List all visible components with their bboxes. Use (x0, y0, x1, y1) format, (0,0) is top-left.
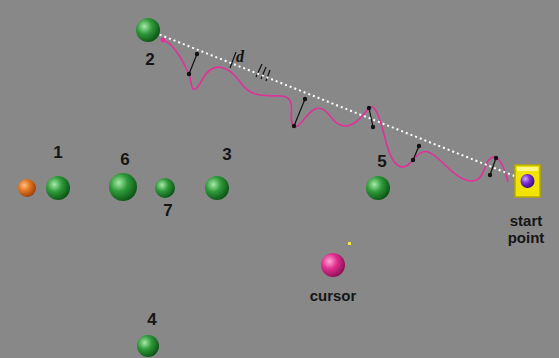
target-sphere: cursor (321, 253, 345, 277)
sphere-shape (136, 18, 160, 42)
sphere (155, 178, 175, 198)
hatch-line (256, 64, 262, 77)
deviation-segment (189, 54, 197, 74)
sphere-shape (109, 173, 137, 201)
sphere (137, 335, 159, 357)
sphere-shape (46, 176, 70, 200)
target-sphere: 7 (155, 178, 175, 198)
hatch-line (261, 67, 266, 79)
callout-number: 1 (53, 143, 62, 163)
callout-number: 7 (163, 201, 172, 221)
object-label: start point (500, 212, 552, 247)
deviation-segment (413, 146, 419, 160)
start-sphere (520, 174, 534, 188)
target-sphere: 2 (136, 18, 160, 42)
end-dot (161, 38, 166, 43)
callout-number: 6 (120, 150, 129, 170)
sphere-shape (205, 176, 229, 200)
sphere (109, 173, 137, 201)
sphere (321, 253, 345, 277)
sphere-shape (137, 335, 159, 357)
hatch-line (266, 70, 270, 81)
deviation-segments (189, 52, 496, 175)
segment-dots (187, 52, 498, 177)
bevel (517, 167, 538, 171)
target-sphere: 5 (366, 176, 390, 200)
orange-sphere (18, 179, 36, 197)
sphere-shape (155, 178, 175, 198)
sphere-shape (366, 176, 390, 200)
sphere (366, 176, 390, 200)
cursor-dot (348, 242, 351, 245)
target-sphere: 1 (46, 176, 70, 200)
sphere-shape (321, 253, 345, 277)
sphere (136, 18, 160, 42)
deviation-segment (294, 99, 305, 126)
target-sphere: 6 (109, 173, 137, 201)
target-sphere: 3 (205, 176, 229, 200)
sphere (46, 176, 70, 200)
object-label: cursor (310, 287, 357, 304)
start-box: start point (515, 165, 540, 197)
trajectory-curve (163, 40, 508, 182)
callout-number: 5 (377, 152, 386, 172)
start-square (515, 165, 540, 197)
dimension-label: d (236, 49, 244, 65)
guide-line (159, 34, 514, 176)
callout-number: 4 (147, 310, 156, 330)
target-sphere: 4 (137, 335, 159, 357)
start-box-shape (515, 165, 540, 197)
sphere (205, 176, 229, 200)
callout-number: 3 (222, 145, 231, 165)
callout-number: 2 (145, 50, 154, 70)
